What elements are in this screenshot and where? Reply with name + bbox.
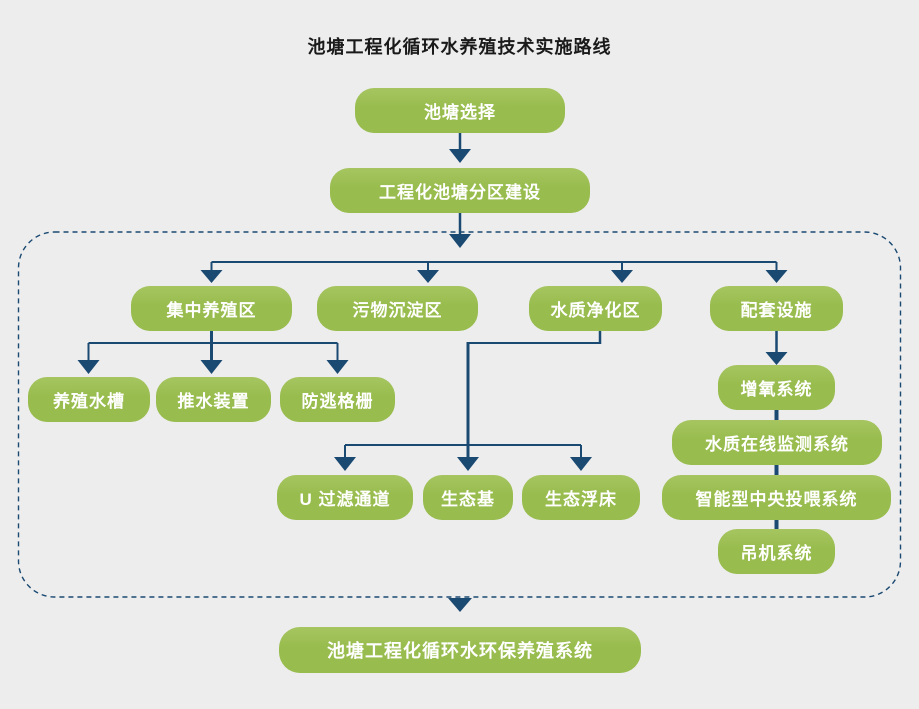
rail-breeding-sub — [77, 331, 349, 374]
arrow-facilities-to-aeration — [765, 331, 788, 365]
node-crane: 吊机系统 — [718, 529, 835, 574]
node-purification-zone: 水质净化区 — [529, 286, 662, 331]
node-sediment-zone: 污物沉淀区 — [317, 286, 478, 331]
node-monitoring: 水质在线监测系统 — [672, 420, 882, 465]
node-eco-base: 生态基 — [423, 475, 513, 520]
arrow-group-to-final — [448, 598, 472, 612]
node-grille: 防逃格栅 — [280, 377, 395, 422]
node-aeration: 增氧系统 — [718, 365, 835, 410]
elbow-purification — [334, 331, 602, 471]
node-zoning: 工程化池塘分区建设 — [330, 168, 590, 213]
node-feeding: 智能型中央投喂系统 — [662, 475, 891, 520]
node-breeding-zone: 集中养殖区 — [131, 286, 292, 331]
rail-zones — [200, 261, 788, 283]
node-final-system: 池塘工程化循环水环保养殖系统 — [279, 627, 641, 673]
arrow-zoning-to-group — [449, 212, 471, 248]
node-u-channel: U 过滤通道 — [277, 475, 413, 520]
diagram-title: 池塘工程化循环水养殖技术实施路线 — [307, 37, 612, 57]
arrow-pond-to-zoning — [449, 131, 471, 163]
node-pusher: 推水装置 — [156, 377, 271, 422]
node-pond-selection: 池塘选择 — [355, 88, 565, 133]
node-tank: 养殖水槽 — [28, 377, 150, 422]
node-eco-bed: 生态浮床 — [522, 475, 640, 520]
node-facilities: 配套设施 — [710, 286, 843, 331]
